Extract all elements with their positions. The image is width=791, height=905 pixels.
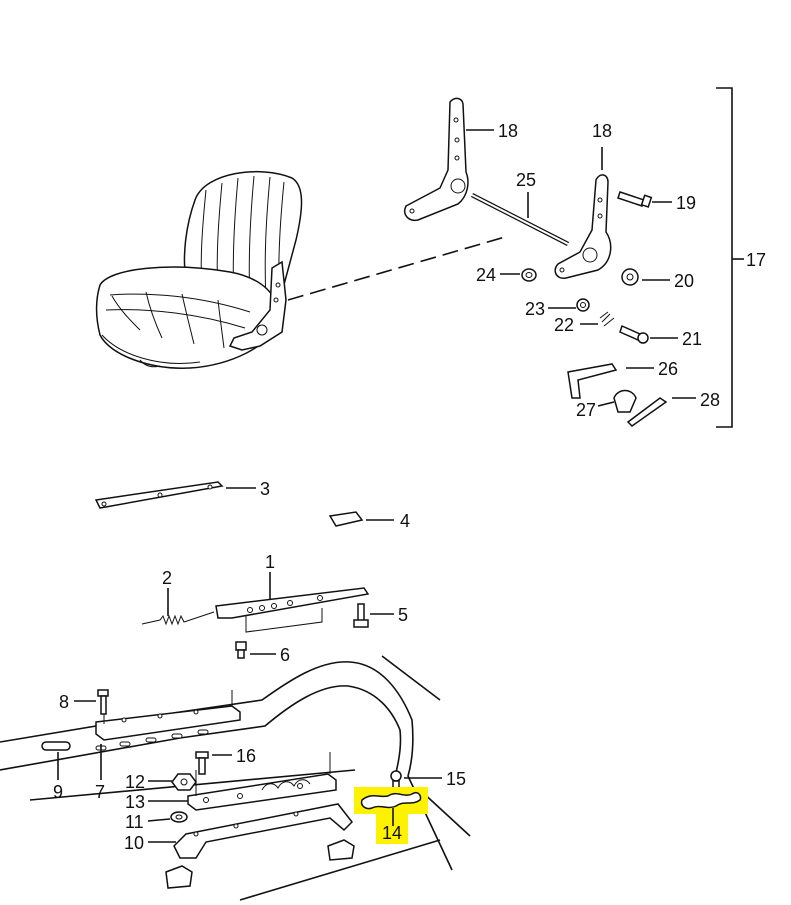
part-4-block [328, 511, 364, 527]
part-26-lever [567, 363, 618, 399]
label-7: 7 [95, 782, 105, 802]
part-8-bolt [97, 689, 109, 715]
label-3: 3 [260, 479, 270, 499]
part-27-cap [613, 389, 637, 413]
group-17-bracket [716, 87, 733, 428]
label-25: 25 [516, 170, 536, 190]
label-23: 23 [525, 299, 545, 319]
part-14-clip [360, 791, 422, 810]
label-9: 9 [53, 782, 63, 802]
label-5: 5 [398, 605, 408, 625]
label-13: 13 [125, 792, 145, 812]
part-18-right-hinge [554, 174, 612, 279]
part-12-nut [171, 773, 197, 791]
part-23-washer [576, 298, 590, 312]
part-9-slot [41, 741, 71, 751]
label-18-right: 18 [592, 121, 612, 141]
label-26: 26 [658, 359, 678, 379]
label-8: 8 [59, 692, 69, 712]
label-2: 2 [162, 568, 172, 588]
assembly-dash-line [287, 236, 506, 301]
seat-illustration [95, 171, 303, 369]
label-24: 24 [476, 265, 496, 285]
part-16-bolt [195, 751, 209, 775]
callout-labels: 18 18 25 19 17 24 20 23 22 21 26 27 28 3… [53, 121, 766, 853]
part-6-bolt [235, 641, 247, 659]
part-28-clip [626, 397, 668, 427]
part-11-washer [170, 811, 188, 823]
label-14: 14 [382, 823, 402, 843]
part-2-spring [141, 611, 215, 626]
label-6: 6 [280, 645, 290, 665]
part-22-lock-washer [599, 311, 615, 327]
label-20: 20 [674, 271, 694, 291]
label-17: 17 [746, 250, 766, 270]
label-28: 28 [700, 390, 720, 410]
part-20-knob [621, 268, 639, 286]
leader-lines [57, 129, 696, 843]
part-19-screw [617, 191, 653, 208]
highlight-part-14-label [376, 814, 408, 844]
floor-bracket-bottom [165, 839, 355, 889]
label-18-left: 18 [498, 121, 518, 141]
label-27: 27 [576, 400, 596, 420]
label-11: 11 [125, 812, 144, 832]
label-22: 22 [554, 315, 574, 335]
label-10: 10 [124, 833, 144, 853]
label-15: 15 [446, 769, 466, 789]
label-1: 1 [265, 552, 275, 572]
part-15-bolt [390, 770, 402, 790]
part-18-left-hinge [404, 97, 469, 222]
label-16: 16 [236, 746, 256, 766]
part-21-screw [619, 324, 649, 344]
label-21: 21 [682, 329, 702, 349]
label-12: 12 [125, 772, 145, 792]
part-13-rail [187, 752, 337, 811]
label-19: 19 [676, 193, 696, 213]
part-24-nut [521, 268, 537, 282]
part-10-bracket [173, 803, 353, 859]
part-1-rail [215, 587, 370, 633]
part-3-strip [94, 481, 224, 509]
part-5-bolt [353, 603, 369, 628]
floor-slots [95, 729, 209, 751]
label-4: 4 [400, 511, 410, 531]
part-25-rod [470, 192, 570, 247]
